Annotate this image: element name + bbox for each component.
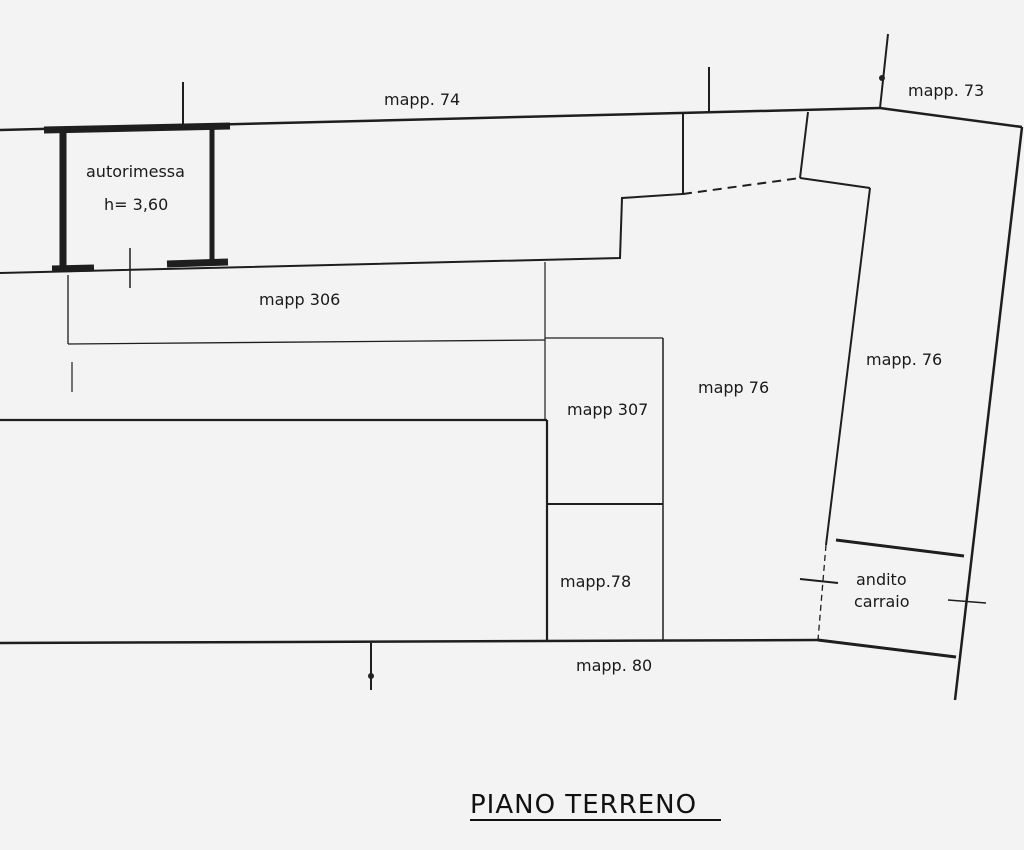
label-autorimessa: autorimessa — [86, 162, 185, 181]
plan-title: PIANO TERRENO — [470, 790, 697, 820]
strip-76-top — [799, 111, 809, 179]
boundary-mapp-80 — [0, 638, 819, 645]
garage-bottom-wall — [51, 264, 95, 273]
plan-lines — [0, 33, 1024, 701]
tick-dot — [879, 75, 885, 81]
tick-mark — [947, 599, 987, 604]
strip-76-step — [799, 177, 871, 189]
label-andito: andito — [856, 570, 907, 589]
andito-top — [835, 538, 965, 558]
strip-76-left — [825, 187, 871, 546]
label-mapp-76-right: mapp. 76 — [866, 350, 942, 369]
upper-strip-edge — [0, 113, 684, 274]
label-mapp-307: mapp 307 — [567, 400, 648, 419]
mapp-306-edge — [67, 339, 546, 345]
label-garage-height: h= 3,60 — [104, 195, 168, 214]
tick-mark — [799, 578, 839, 584]
andito-bottom — [817, 638, 957, 659]
andito-left — [817, 544, 827, 641]
label-mapp-76-center: mapp 76 — [698, 378, 769, 397]
label-mapp-73: mapp. 73 — [908, 81, 984, 100]
boundary-mapp-73 — [879, 106, 1023, 129]
tick-mark — [879, 33, 889, 109]
dashed-edge — [682, 177, 801, 195]
label-mapp-80: mapp. 80 — [576, 656, 652, 675]
boundary-right — [953, 126, 1024, 701]
label-mapp-74: mapp. 74 — [384, 90, 460, 109]
garage-bottom-wall — [166, 258, 229, 268]
label-mapp-78: mapp.78 — [560, 572, 631, 591]
label-carraio: carraio — [854, 592, 910, 611]
plan-labels: mapp. 74 mapp. 73 autorimessa h= 3,60 ma… — [86, 81, 984, 821]
garage-top-wall — [43, 122, 231, 134]
tick-dot — [368, 673, 374, 679]
label-mapp-306: mapp 306 — [259, 290, 340, 309]
